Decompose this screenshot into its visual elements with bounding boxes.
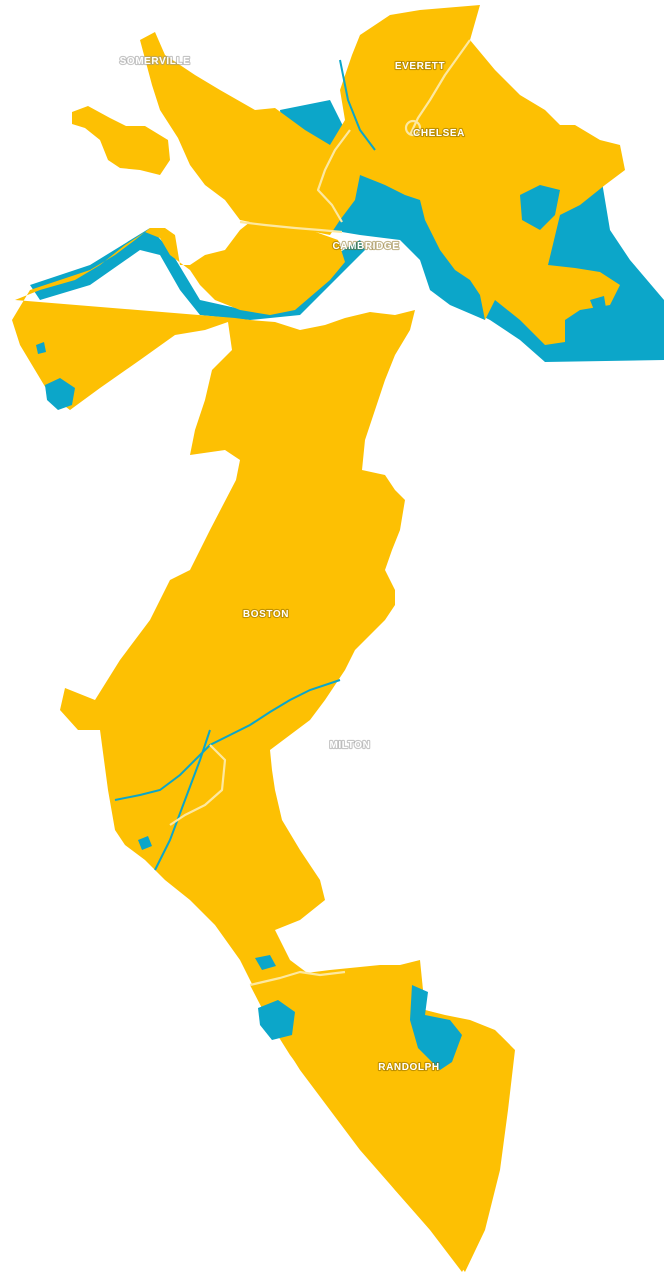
charles-river (30, 228, 365, 320)
labels-layer: SOMERVILLE EVERETT CHELSEA CAMBRIDGE BOS… (118, 55, 465, 1074)
label-randolph: RANDOLPH (378, 1062, 439, 1073)
pond-south-1 (258, 1000, 295, 1040)
label-milton: MILTON (329, 740, 370, 751)
ponds-layer (36, 185, 606, 1070)
pond-small-2 (138, 836, 152, 850)
pond-east-boston (520, 185, 560, 230)
boundary-cambridge-north (316, 129, 351, 223)
label-everett: EVERETT (395, 61, 445, 72)
neponset-river (114, 679, 341, 801)
boundary-everett-chelsea (409, 39, 471, 136)
pond-small-4 (590, 296, 606, 310)
label-boston: BOSTON (243, 609, 289, 620)
boundary-loop-chelsea (404, 119, 422, 137)
pond-west (45, 378, 75, 410)
mystic-river (339, 59, 376, 151)
streams-layer (114, 59, 376, 871)
pond-small-1 (255, 955, 276, 970)
pond-south-2 (410, 985, 462, 1070)
stream-south (154, 729, 211, 871)
district-land (12, 5, 625, 1272)
pond-small-3 (36, 342, 46, 354)
boundary-milton-north (169, 744, 227, 826)
label-chelsea: CHELSEA (413, 128, 465, 139)
boundary-randolph-north (249, 970, 346, 987)
boundaries-layer (169, 39, 471, 987)
label-somerville: SOMERVILLE (120, 56, 191, 67)
label-cambridge: CAMBRIDGE (332, 241, 399, 252)
west-island (72, 106, 170, 175)
northern-area (140, 5, 625, 345)
boundary-cambridge-west (239, 220, 343, 234)
